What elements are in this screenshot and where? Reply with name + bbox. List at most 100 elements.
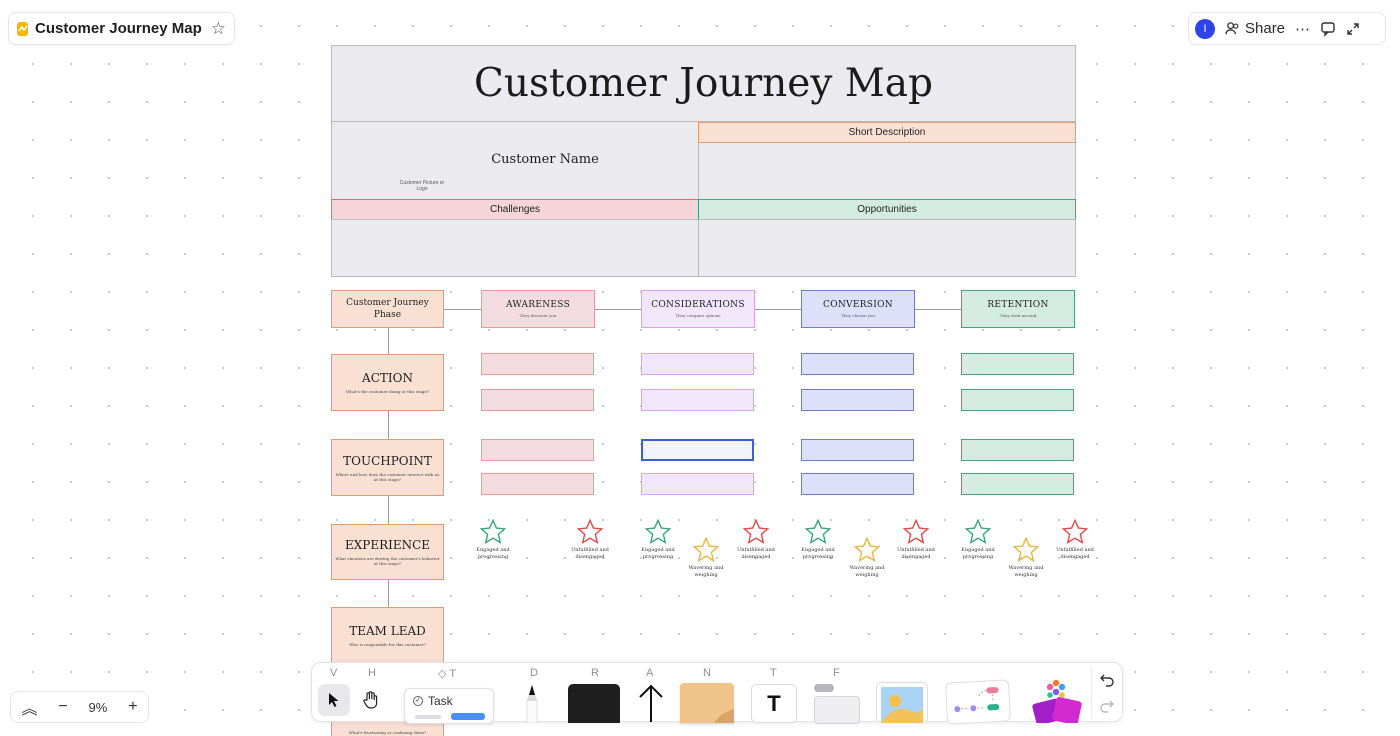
star-engaged[interactable]: Engaged and progressing <box>953 518 1003 561</box>
expand-icon[interactable] <box>1346 22 1360 36</box>
conversion-touchpoint-slot-1[interactable] <box>801 439 914 461</box>
star-unfulfilled[interactable]: Unfulfilled and disengaged <box>891 518 941 561</box>
retention-action-slot-1[interactable] <box>961 353 1074 375</box>
favorite-star-icon[interactable]: ☆ <box>210 18 226 38</box>
star-outline-icon <box>902 518 930 544</box>
collapse-up-icon[interactable]: ︽ <box>21 701 38 718</box>
rectangle-tool[interactable] <box>568 684 620 723</box>
row-team-lead[interactable]: TEAM LEAD Who is responsible for this cu… <box>331 607 444 663</box>
connector-line <box>915 309 961 310</box>
star-wavering[interactable]: Wavering and weighing <box>842 536 892 579</box>
star-engaged[interactable]: Engaged and progressing <box>633 518 683 561</box>
cursor-icon <box>329 693 339 707</box>
awareness-touchpoint-slot-2[interactable] <box>481 473 594 495</box>
retention-touchpoint-slot-2[interactable] <box>961 473 1074 495</box>
considerations-action-slot-2[interactable] <box>641 389 754 411</box>
star-unfulfilled[interactable]: Unfulfilled and disengaged <box>565 518 615 561</box>
hotkey-arrow: A <box>646 667 654 679</box>
star-unfulfilled[interactable]: Unfulfilled and disengaged <box>731 518 781 561</box>
awareness-action-slot-1[interactable] <box>481 353 594 375</box>
apps-tool[interactable] <box>1026 675 1086 726</box>
conversion-touchpoint-slot-2[interactable] <box>801 473 914 495</box>
arrow-up-icon <box>639 684 663 722</box>
image-tool[interactable] <box>876 682 928 723</box>
phase-title: CONSIDERATIONS <box>651 300 745 310</box>
row-title: TOUCHPOINT <box>343 453 432 468</box>
phase-conversion[interactable]: CONVERSION They choose you <box>801 290 915 328</box>
task-tool[interactable]: ✓ Task <box>404 688 494 724</box>
row-action[interactable]: ACTION What's the customer doing at this… <box>331 354 444 411</box>
row-subtitle: What's frustrating or confusing them? <box>348 729 427 735</box>
phase-title: CONVERSION <box>823 300 893 310</box>
phase-subtitle: They stick around <box>999 313 1037 318</box>
phase-awareness[interactable]: AWARENESS They discover you <box>481 290 595 328</box>
diagram-tool[interactable] <box>944 679 1012 725</box>
connector-line <box>388 328 389 354</box>
pen-tool[interactable] <box>520 683 544 724</box>
considerations-touchpoint-slot-1[interactable] <box>641 439 754 461</box>
more-options-icon[interactable]: ⋯ <box>1295 20 1311 38</box>
star-caption: Engaged and progressing <box>801 547 835 560</box>
challenges-body[interactable] <box>331 219 699 277</box>
conversion-action-slot-1[interactable] <box>801 353 914 375</box>
hand-tool[interactable] <box>358 687 384 713</box>
board-title-pill[interactable]: Customer Journey Map ☆ <box>8 12 235 45</box>
customer-picture-placeholder: Customer Picture or Logo <box>399 180 445 192</box>
share-people-icon <box>1225 22 1239 35</box>
row-experience[interactable]: EXPERIENCE What emotions are driving the… <box>331 524 444 580</box>
retention-action-slot-2[interactable] <box>961 389 1074 411</box>
row-title: ACTION <box>362 371 413 385</box>
select-tool[interactable] <box>318 684 350 716</box>
row-subtitle: Where and how does the customer interact… <box>335 471 440 482</box>
star-outline-icon <box>1061 518 1089 544</box>
opportunities-body[interactable] <box>698 219 1076 277</box>
hand-icon <box>363 691 378 709</box>
awareness-action-slot-2[interactable] <box>481 389 594 411</box>
connector-line <box>388 580 389 607</box>
star-outline-icon <box>742 518 770 544</box>
history-controls <box>1091 667 1119 719</box>
zoom-in-button[interactable]: + <box>128 698 138 715</box>
text-t-icon: T <box>767 690 781 716</box>
hotkey-hand: H <box>368 667 376 679</box>
phase-header-box[interactable]: Customer Journey Phase <box>331 290 444 328</box>
star-engaged[interactable]: Engaged and progressing <box>468 518 518 561</box>
awareness-touchpoint-slot-1[interactable] <box>481 439 594 461</box>
frame-tool[interactable] <box>814 684 860 724</box>
zoom-controls: ︽ − 9% + <box>10 691 149 723</box>
star-caption: Wavering and weighing <box>1008 565 1044 578</box>
redo-icon[interactable] <box>1099 698 1115 714</box>
sticky-note-tool[interactable] <box>680 683 734 723</box>
arrow-tool[interactable] <box>636 682 666 722</box>
star-wavering[interactable]: Wavering and weighing <box>681 536 731 579</box>
star-outline-icon <box>964 518 992 544</box>
zoom-level[interactable]: 9% <box>88 699 108 715</box>
zoom-out-button[interactable]: − <box>58 698 68 715</box>
comment-icon[interactable] <box>1320 21 1336 37</box>
phase-retention[interactable]: RETENTION They stick around <box>961 290 1075 328</box>
considerations-touchpoint-slot-2[interactable] <box>641 473 754 495</box>
text-tool[interactable]: T <box>751 684 797 723</box>
star-engaged[interactable]: Engaged and progressing <box>793 518 843 561</box>
row-touchpoint[interactable]: TOUCHPOINT Where and how does the custom… <box>331 439 444 496</box>
conversion-action-slot-2[interactable] <box>801 389 914 411</box>
share-button[interactable]: Share <box>1225 20 1285 37</box>
undo-icon[interactable] <box>1099 672 1115 688</box>
map-heading-cell[interactable]: Customer Journey Map <box>331 45 1076 122</box>
star-caption: Wavering and weighing <box>849 565 885 578</box>
share-label: Share <box>1245 20 1286 37</box>
phase-considerations[interactable]: CONSIDERATIONS They compare options <box>641 290 755 328</box>
considerations-action-slot-1[interactable] <box>641 353 754 375</box>
retention-touchpoint-slot-1[interactable] <box>961 439 1074 461</box>
avatar[interactable]: I <box>1195 18 1215 39</box>
star-unfulfilled[interactable]: Unfulfilled and disengaged <box>1050 518 1100 561</box>
phase-title: AWARENESS <box>505 300 571 310</box>
hotkey-select: V <box>330 667 338 679</box>
customer-name-cell[interactable]: Customer Name Customer Picture or Logo <box>331 121 699 200</box>
star-caption: Engaged and progressing <box>961 547 995 560</box>
star-outline-icon <box>804 518 832 544</box>
star-wavering[interactable]: Wavering and weighing <box>1001 536 1051 579</box>
row-title: EXPERIENCE <box>344 538 431 552</box>
hotkey-draw: D <box>530 667 538 679</box>
phase-subtitle: They discover you <box>519 313 557 318</box>
